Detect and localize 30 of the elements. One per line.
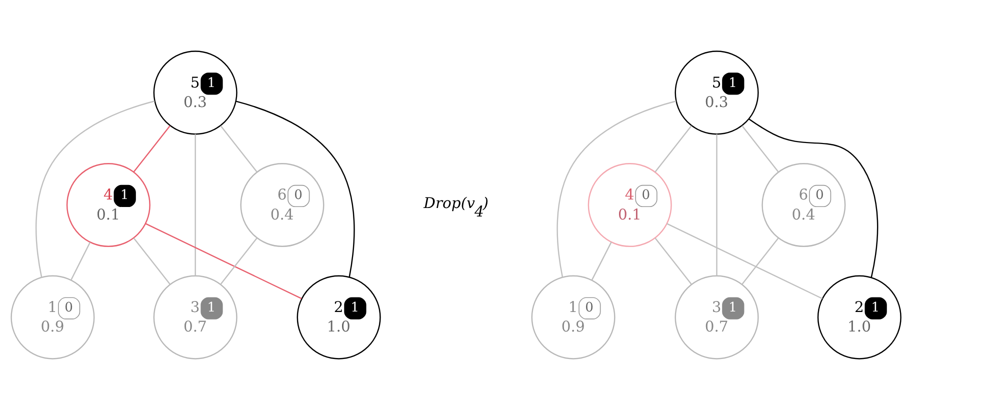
connector: [36, 100, 155, 278]
node-circle: 4 0 0.1: [588, 162, 672, 248]
node-circle: 1 0 0.9: [10, 275, 95, 360]
node-circle: 2 1 1.0: [296, 275, 381, 360]
connector: [194, 134, 196, 276]
connector: [742, 125, 779, 172]
connector: [556, 100, 676, 278]
connector: [716, 134, 718, 276]
node-circle: 6 0 0.4: [240, 162, 324, 248]
node-circle: 3 1 0.7: [153, 275, 238, 360]
node-circle: 1 0 0.9: [531, 275, 616, 360]
connector: [742, 238, 779, 285]
connector: [133, 125, 170, 172]
node-circle: 5 1 0.3: [674, 50, 759, 135]
node-circle: 4 1 0.1: [66, 162, 150, 248]
node-circle: 3 1 0.7: [674, 275, 759, 360]
connector: [236, 100, 355, 278]
connector: [145, 223, 302, 300]
connector: [70, 242, 91, 280]
node-circle: 6 0 0.4: [762, 162, 846, 248]
connector: [220, 238, 258, 285]
connector: [591, 242, 612, 280]
node-circle: 5 1 0.3: [153, 50, 238, 135]
connector: [654, 238, 692, 285]
node-circle: 2 1 1.0: [817, 275, 902, 360]
connector: [133, 238, 171, 285]
connector: [220, 125, 258, 172]
connector: [666, 223, 823, 300]
connector: [748, 118, 878, 278]
connector: [654, 125, 692, 172]
